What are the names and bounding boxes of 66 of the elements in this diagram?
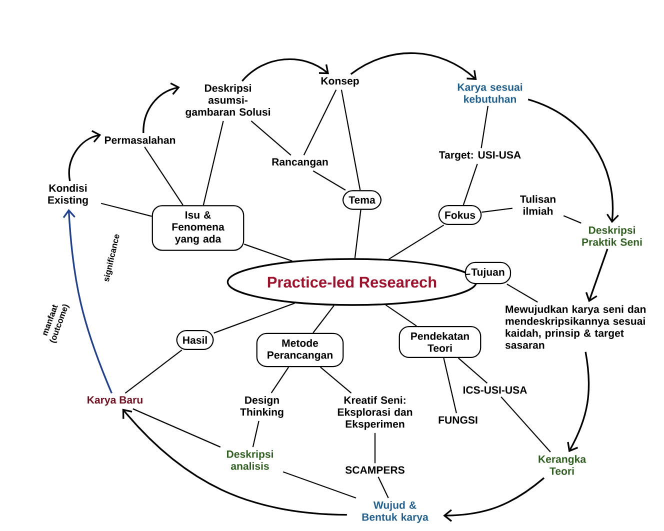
arrow <box>443 477 545 522</box>
connector-line <box>144 146 184 206</box>
branch-blob: Metode Perancangan <box>256 332 344 368</box>
connector-line <box>354 210 362 258</box>
connector-line <box>500 396 551 452</box>
arrow <box>62 209 112 394</box>
connector-line <box>464 274 470 276</box>
concept-label: Mewujudkan karya seni dan mendeskripsikannya sesuai kaidah, prinsip & target sasaran <box>505 305 646 349</box>
connector-line <box>462 164 478 206</box>
connector-line <box>252 420 260 448</box>
concept-label: Tulisan ilmiah <box>520 195 556 215</box>
concept-label: Permasalahan <box>104 136 176 144</box>
concept-label: Deskripsi Praktik Seni <box>582 226 642 246</box>
concept-label: Konsep <box>321 77 359 87</box>
connector-line <box>214 302 295 334</box>
concept-label: FUNGSI <box>438 416 478 424</box>
connector-line <box>244 244 292 262</box>
concept-label: Karya sesuai kebutuhan <box>458 83 522 103</box>
concept-label: Deskripsi analisis <box>226 450 273 470</box>
connector-line <box>250 120 292 156</box>
connector-line <box>388 224 444 260</box>
connector-line <box>563 215 582 224</box>
concept-label: ICS-USI-USA <box>464 386 527 394</box>
connector-line <box>282 471 356 499</box>
connector-line <box>482 208 512 213</box>
concept-label: Deskripsi asumsi-gambaran Solusi <box>186 84 270 118</box>
arrow <box>350 52 477 80</box>
arrow <box>242 58 329 82</box>
connector-line <box>303 90 337 156</box>
branch-blob: Fokus <box>438 204 482 226</box>
arrow <box>528 98 619 224</box>
concept-label: Target: USI-USA <box>439 151 521 161</box>
connector-line <box>270 366 290 394</box>
connector-line <box>100 202 152 217</box>
arrow <box>142 82 180 134</box>
branch-blob: Tujuan <box>464 262 512 284</box>
connector-line <box>312 170 346 191</box>
connector-line <box>320 366 352 394</box>
concept-label: Design Thinking <box>240 396 284 418</box>
concept-label: Kreatif Seni: Eksplorasi dan Eksperimen <box>338 396 412 430</box>
connector-line <box>132 408 221 448</box>
branch-blob: Hasil <box>176 330 214 350</box>
arrow <box>122 408 347 516</box>
concept-label: SCAMPERS <box>345 466 404 474</box>
concept-label: Kondisi Existing <box>48 184 88 206</box>
concept-label: Karya Baru <box>88 396 142 406</box>
branch-blob: Pendekatan Teori <box>398 326 482 358</box>
branch-blob: Isu & Fenomena yang ada <box>152 205 244 251</box>
concept-label: Kerangka Teori <box>538 455 586 475</box>
connector-line <box>124 350 182 394</box>
connector-line <box>443 358 457 414</box>
connector-line <box>385 304 417 326</box>
connector-line <box>458 358 488 384</box>
connector-line <box>202 120 224 206</box>
arrow <box>567 352 590 452</box>
concept-label: Wujud & Bentuk karya <box>362 501 428 523</box>
connector-line <box>378 476 389 498</box>
connector-line <box>312 305 334 334</box>
arrow <box>68 130 102 182</box>
branch-blob: Tema <box>342 190 382 210</box>
connector-line <box>340 90 361 190</box>
connector-line <box>506 284 538 303</box>
connector-line <box>374 432 376 464</box>
arrow <box>585 248 608 302</box>
connector-line <box>480 106 489 148</box>
concept-label: Rancangan <box>272 158 328 168</box>
